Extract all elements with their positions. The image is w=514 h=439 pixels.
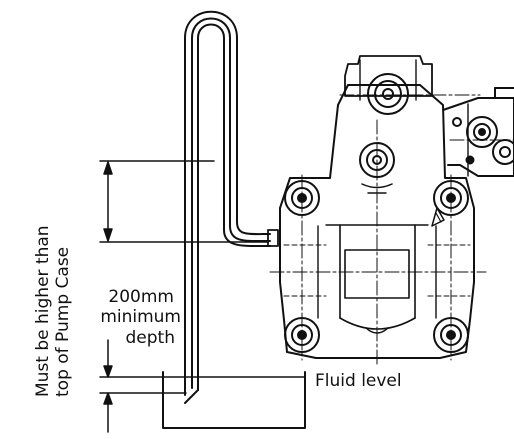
height-dimension [99, 160, 269, 243]
suction-pipe [184, 10, 279, 404]
valve-block [344, 55, 433, 97]
depth-dimension [99, 339, 187, 433]
depth-label-line2: minimum [100, 307, 181, 327]
top-port-mid [374, 80, 402, 108]
fluid-level-label: Fluid level [315, 371, 402, 391]
depth-label-line3: depth [126, 328, 175, 348]
side-port-outer [466, 116, 498, 148]
top-port-outer [367, 73, 409, 115]
side-port-lower-inner [499, 146, 511, 158]
depth-label-line1: 200mm [108, 287, 174, 307]
pump-assembly [269, 55, 514, 366]
side-attachment [442, 97, 514, 177]
vertical-label-line2: top of Pump Case [53, 247, 73, 397]
fluid-reservoir [162, 371, 306, 429]
vertical-label-line1: Must be higher than [33, 225, 53, 397]
pump-case-outline [279, 84, 475, 359]
top-port-inner [382, 88, 394, 100]
